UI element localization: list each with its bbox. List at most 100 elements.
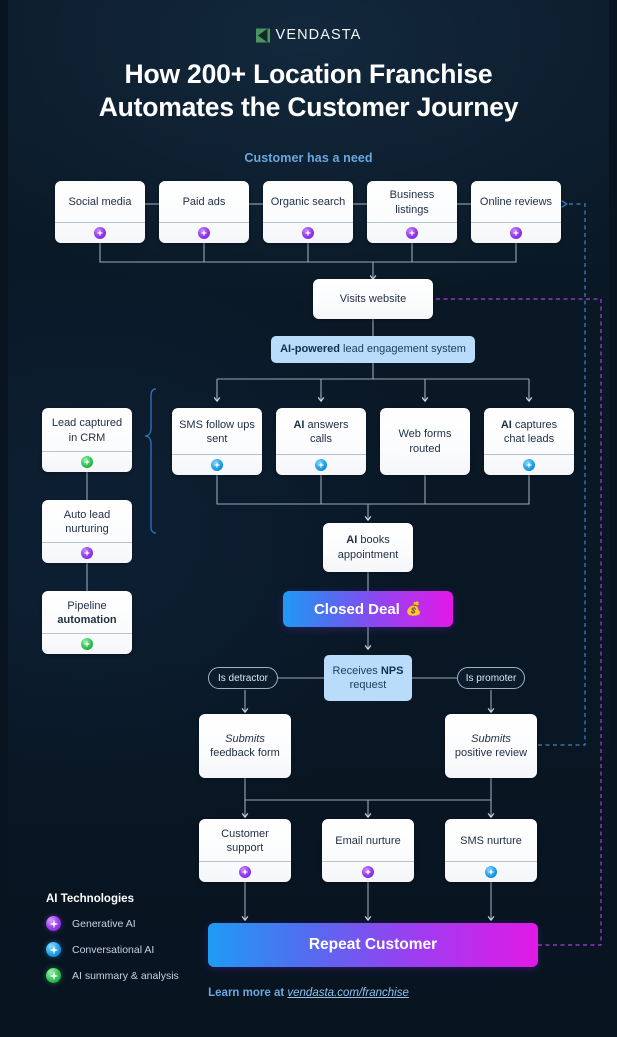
outcome-rest: positive review: [454, 747, 528, 759]
generative-ai-badge-icon: [81, 547, 93, 559]
generative-ai-badge-icon: [94, 227, 106, 239]
legend-item-conversational-ai: Conversational AI: [46, 942, 179, 957]
node-social-media[interactable]: Social media: [55, 181, 145, 243]
legend-item-label: AI summary & analysis: [72, 969, 179, 982]
conversational-ai-badge-icon: [46, 942, 61, 957]
node-badge-row: [367, 222, 457, 243]
node-label: Lead captured in CRM: [51, 417, 123, 444]
generative-ai-badge-icon: [406, 227, 418, 239]
node-web-forms-routed[interactable]: Web forms routed: [380, 408, 470, 475]
outcome-italic: Submits: [471, 732, 511, 745]
legend-title: AI Technologies: [46, 893, 134, 905]
legend: AI Technologies Generative AI Conversati…: [46, 893, 179, 994]
node-closed-deal[interactable]: Closed Deal 💰: [283, 591, 453, 627]
node-badge-row: [322, 861, 414, 882]
node-online-reviews[interactable]: Online reviews: [471, 181, 561, 243]
ai-summary-badge-icon: [81, 638, 93, 650]
node-badge-row: [263, 222, 353, 243]
legend-item-generative-ai: Generative AI: [46, 916, 179, 931]
node-pipeline-automation[interactable]: Pipeline automation: [42, 591, 132, 654]
ai-prefix: AI: [346, 534, 358, 547]
node-ai-captures-chat-leads[interactable]: AI captures chat leads: [484, 408, 574, 475]
repeat-customer-label: Repeat Customer: [308, 936, 438, 953]
node-badge-row: [445, 861, 537, 882]
generative-ai-badge-icon: [198, 227, 210, 239]
page-title-line-2: Automates the Customer Journey: [98, 91, 519, 122]
node-label: Email nurture: [335, 834, 401, 847]
node-sms-nurture[interactable]: SMS nurture: [445, 819, 537, 882]
node-label: Pipeline automation: [42, 591, 132, 633]
money-bag-icon: 💰: [405, 601, 423, 616]
node-label: Online reviews: [479, 196, 553, 209]
node-badge-row: [172, 454, 262, 475]
outcome-rest: feedback form: [210, 747, 280, 759]
node-visits-website[interactable]: Visits website: [313, 279, 433, 319]
node-email-nurture[interactable]: Email nurture: [322, 819, 414, 882]
branch-tag-detractor[interactable]: Is detractor: [208, 667, 278, 689]
pipeline-bold: automation: [57, 614, 117, 626]
node-badge-row: [55, 222, 145, 243]
nps-rest: request: [349, 679, 387, 691]
brand-name: VENDASTA: [275, 27, 362, 43]
generative-ai-badge-icon: [362, 866, 374, 878]
branch-tag-promoter[interactable]: Is promoter: [457, 667, 525, 689]
generative-ai-badge-icon: [239, 866, 251, 878]
conversational-ai-badge-icon: [523, 459, 535, 471]
node-label: AI answers calls: [276, 408, 366, 454]
node-repeat-customer[interactable]: Repeat Customer: [208, 923, 538, 967]
closed-deal-label: Closed Deal: [313, 600, 400, 618]
node-label: Customer support: [221, 827, 269, 854]
node-badge-row: [42, 633, 132, 654]
brand-logo: VENDASTA: [0, 27, 617, 43]
node-ai-engagement-system[interactable]: AI-powered lead engagement system: [271, 336, 475, 363]
pipeline-plain: Pipeline: [67, 599, 107, 612]
nps-bold: NPS: [380, 664, 404, 677]
node-customer-support[interactable]: Customer support: [199, 819, 291, 882]
node-receives-nps-request[interactable]: Receives NPS request: [324, 655, 412, 701]
conversational-ai-badge-icon: [315, 459, 327, 471]
node-lead-captured-crm[interactable]: Lead captured in CRM: [42, 408, 132, 472]
legend-item-ai-summary: AI summary & analysis: [46, 968, 179, 983]
nps-plain: Receives: [332, 664, 381, 677]
footer-link[interactable]: vendasta.com/franchise: [287, 987, 409, 999]
ai-summary-badge-icon: [81, 456, 93, 468]
node-label: AI captures chat leads: [484, 408, 574, 454]
node-badge-row: [276, 454, 366, 475]
page-title: How 200+ Location Franchise Automates th…: [0, 58, 617, 124]
node-label-rest: books appointment: [337, 534, 399, 561]
ai-summary-badge-icon: [46, 968, 61, 983]
node-business-listings[interactable]: Business listings: [367, 181, 457, 243]
node-label: Auto lead nurturing: [63, 508, 111, 535]
node-label: SMS follow ups sent: [179, 418, 255, 445]
branch-tag-label: Is promoter: [465, 672, 517, 684]
section-label-customer-need: Customer has a need: [244, 151, 373, 165]
generative-ai-badge-icon: [46, 916, 61, 931]
node-label: Paid ads: [182, 196, 226, 209]
node-badge-row: [159, 222, 249, 243]
generative-ai-badge-icon: [510, 227, 522, 239]
node-badge-row: [42, 542, 132, 563]
footer-prefix: Learn more at: [208, 987, 288, 999]
branch-tag-label: Is detractor: [217, 672, 269, 684]
ai-prefix: AI: [500, 418, 512, 431]
node-label: Submits positive review: [445, 714, 537, 778]
page-title-line-1: How 200+ Location Franchise: [124, 59, 493, 89]
node-paid-ads[interactable]: Paid ads: [159, 181, 249, 243]
node-organic-search[interactable]: Organic search: [263, 181, 353, 243]
legend-item-label: Generative AI: [72, 917, 136, 930]
node-ai-books-appointment[interactable]: AI books appointment: [323, 523, 413, 572]
node-badge-row: [199, 861, 291, 882]
node-label: Visits website: [339, 292, 407, 305]
node-submits-positive-review[interactable]: Submits positive review: [445, 714, 537, 778]
ai-prefix: AI: [293, 418, 305, 431]
conversational-ai-badge-icon: [211, 459, 223, 471]
node-auto-lead-nurturing[interactable]: Auto lead nurturing: [42, 500, 132, 563]
node-sms-follow-ups[interactable]: SMS follow ups sent: [172, 408, 262, 475]
node-ai-answers-calls[interactable]: AI answers calls: [276, 408, 366, 475]
node-badge-row: [471, 222, 561, 243]
generative-ai-badge-icon: [302, 227, 314, 239]
